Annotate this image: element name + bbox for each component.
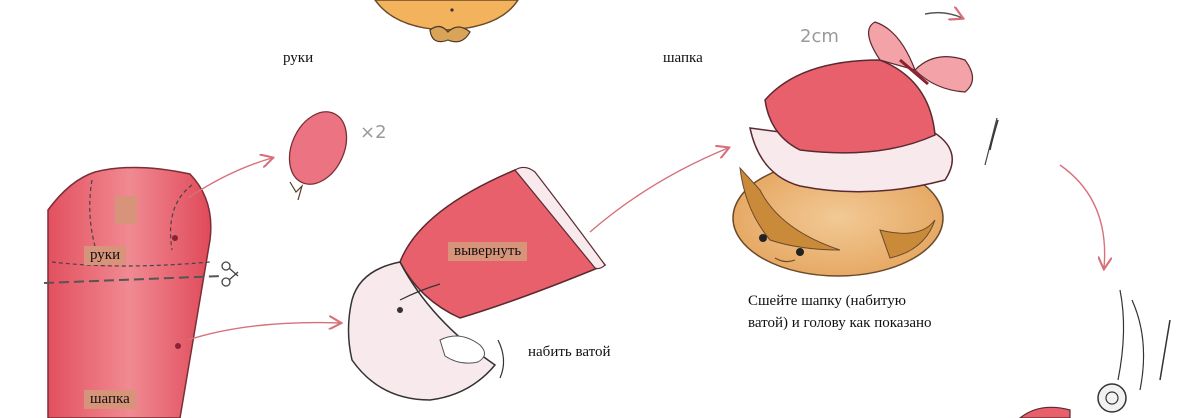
label-hat: шапка (663, 50, 703, 67)
assembly-partial (1020, 290, 1170, 418)
tag-hat: шапка (84, 390, 136, 409)
arm-piece (278, 103, 357, 200)
scissors-icon (222, 262, 238, 286)
label-stuff: набить ватой (528, 344, 611, 361)
label-times-two: ×2 (360, 122, 387, 143)
tag-arms: руки (84, 246, 126, 265)
fabric-tube (349, 167, 606, 400)
instruction-line-1: Сшейте шапку (набитую (748, 290, 932, 312)
head-with-hat (733, 13, 998, 276)
instruction-text: Сшейте шапку (набитую ватой) и голову ка… (748, 290, 932, 334)
instruction-line-2: ватой) и голову как показано (748, 312, 932, 334)
label-hat-measure: 2cm (800, 26, 839, 47)
fabric-piece (44, 167, 222, 418)
tag-turn-out: вывернуть (448, 242, 527, 261)
label-arms: руки (283, 50, 313, 67)
doll-face-top (375, 0, 518, 42)
